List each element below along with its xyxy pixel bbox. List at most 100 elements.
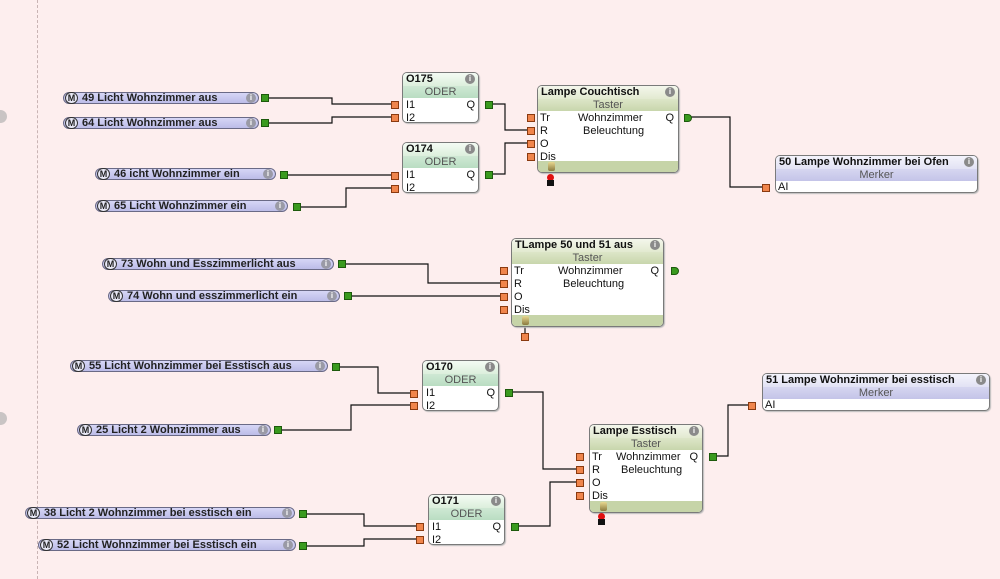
info-icon[interactable]: i xyxy=(275,201,285,211)
block-title: O174 xyxy=(406,143,433,155)
output-port[interactable] xyxy=(261,94,269,102)
info-icon[interactable]: i xyxy=(689,426,699,436)
info-icon[interactable]: i xyxy=(282,508,292,518)
output-port[interactable] xyxy=(274,426,282,434)
info-icon[interactable]: i xyxy=(283,540,293,550)
input-label: Dis xyxy=(540,151,556,163)
block-title: O170 xyxy=(426,361,453,373)
input-port[interactable] xyxy=(500,306,508,314)
input-port[interactable] xyxy=(500,293,508,301)
output-port[interactable] xyxy=(293,203,301,211)
block-title: O175 xyxy=(406,73,433,85)
breakpoint-icon[interactable] xyxy=(547,174,554,181)
input-port[interactable] xyxy=(391,172,399,180)
output-port[interactable] xyxy=(338,260,346,268)
block-type: ODER xyxy=(403,156,478,168)
info-icon[interactable]: i xyxy=(246,118,256,128)
info-icon[interactable]: i xyxy=(465,144,475,154)
info-icon[interactable]: i xyxy=(315,361,325,371)
info-icon[interactable]: i xyxy=(258,425,268,435)
input-port[interactable] xyxy=(527,140,535,148)
output-port[interactable] xyxy=(511,523,519,531)
info-icon[interactable]: i xyxy=(491,496,501,506)
info-icon[interactable]: i xyxy=(465,74,475,84)
marker-label: 25 Licht 2 Wohnzimmer aus xyxy=(96,424,241,436)
output-port[interactable] xyxy=(709,453,717,461)
output-port[interactable] xyxy=(671,267,679,275)
enable-port[interactable] xyxy=(521,333,529,341)
block-title: O171 xyxy=(432,495,459,507)
output-port[interactable] xyxy=(299,510,307,518)
input-port[interactable] xyxy=(500,267,508,275)
output-port[interactable] xyxy=(299,542,307,550)
input-port[interactable] xyxy=(527,114,535,122)
info-icon[interactable]: i xyxy=(321,259,331,269)
output-port[interactable] xyxy=(485,171,493,179)
input-port[interactable] xyxy=(576,466,584,474)
marker-label: 49 Licht Wohnzimmer aus xyxy=(82,92,218,104)
output-port[interactable] xyxy=(332,363,340,371)
wire xyxy=(690,116,762,188)
output-port[interactable] xyxy=(261,119,269,127)
info-icon[interactable]: i xyxy=(485,362,495,372)
input-port[interactable] xyxy=(527,153,535,161)
scroll-knob[interactable] xyxy=(0,110,7,123)
info-icon[interactable]: i xyxy=(246,93,256,103)
info-icon[interactable]: i xyxy=(327,291,337,301)
input-port[interactable] xyxy=(391,101,399,109)
info-icon[interactable]: i xyxy=(263,169,273,179)
input-port[interactable] xyxy=(391,185,399,193)
input-port[interactable] xyxy=(576,479,584,487)
input-port[interactable] xyxy=(527,127,535,135)
output-port[interactable] xyxy=(684,114,692,122)
input-port[interactable] xyxy=(410,402,418,410)
input-port[interactable] xyxy=(576,492,584,500)
output-port[interactable] xyxy=(505,389,513,397)
input-port[interactable] xyxy=(416,523,424,531)
input-port[interactable] xyxy=(410,390,418,398)
input-port[interactable] xyxy=(416,536,424,544)
scroll-knob[interactable] xyxy=(0,412,7,425)
block-title: TLampe 50 und 51 aus xyxy=(515,239,633,251)
wire xyxy=(268,116,392,124)
param-room: Wohnzimmer xyxy=(578,112,643,124)
input-port[interactable] xyxy=(748,402,756,410)
input-port[interactable] xyxy=(391,114,399,122)
input-label: AI xyxy=(765,399,776,411)
memory-badge-icon: M xyxy=(65,117,78,129)
output-port[interactable] xyxy=(280,171,288,179)
output-port[interactable] xyxy=(344,292,352,300)
info-icon[interactable]: i xyxy=(665,87,675,97)
info-icon[interactable]: i xyxy=(964,157,974,167)
lamp-icon xyxy=(522,316,529,325)
input-port[interactable] xyxy=(576,453,584,461)
output-port[interactable] xyxy=(485,101,493,109)
input-port[interactable] xyxy=(500,280,508,288)
input-port[interactable] xyxy=(762,184,770,192)
breakpoint-icon[interactable] xyxy=(598,513,605,520)
info-icon[interactable]: i xyxy=(976,375,986,385)
input-label: I1 xyxy=(406,99,416,111)
input-label: R xyxy=(514,278,522,290)
info-icon[interactable]: i xyxy=(650,240,660,250)
